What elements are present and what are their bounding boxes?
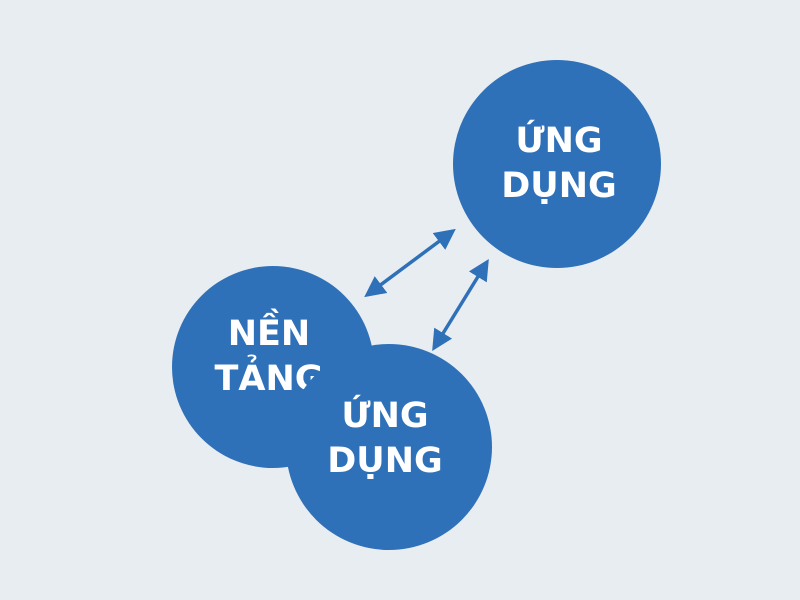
- node-app-bottom-text: ỨNG DỤNG: [327, 394, 443, 485]
- node-app-top: ỨNG DỤNG: [453, 60, 661, 268]
- node-platform-line1: NỀN: [227, 313, 311, 354]
- node-app-bottom: ỨNG DỤNG: [286, 344, 492, 550]
- node-app-bottom-line2: DỤNG: [327, 441, 443, 481]
- node-app-top-text: ỨNG DỤNG: [501, 119, 617, 210]
- node-app-top-line1: ỨNG: [515, 120, 603, 161]
- node-app-top-line2: DỤNG: [501, 166, 617, 206]
- arrow-app-bottom-app-top: [432, 259, 489, 351]
- node-app-bottom-line1: ỨNG: [341, 395, 429, 436]
- arrow-platform-app-top: [364, 228, 456, 298]
